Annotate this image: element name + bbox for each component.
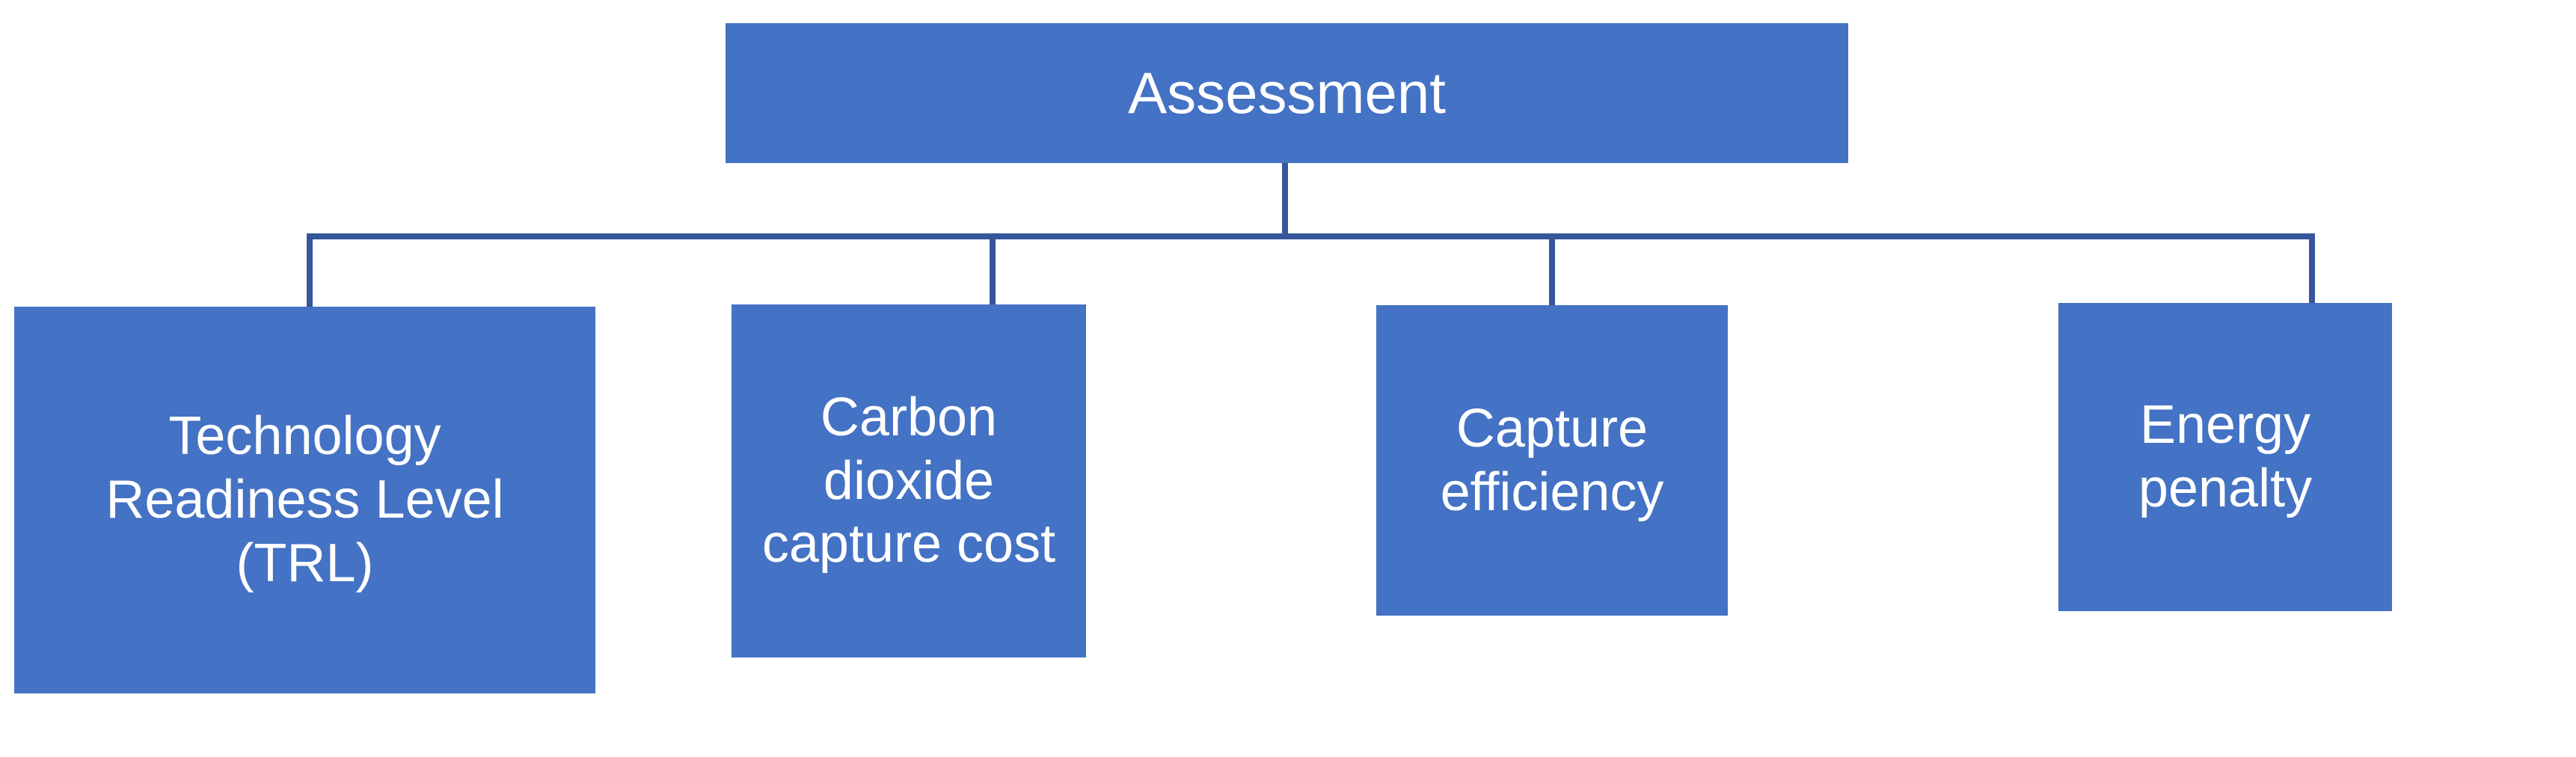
node-carbon-dioxide-capture-cost[interactable]: Carbon dioxide capture cost	[732, 304, 1086, 658]
node-assessment-label: Assessment	[1128, 60, 1446, 126]
node-technology-readiness-level-label: Technology Readiness Level (TRL)	[105, 406, 504, 593]
node-capture-efficiency[interactable]: Capture efficiency	[1376, 305, 1728, 616]
node-energy-penalty[interactable]: Energy penalty	[2058, 303, 2392, 611]
connector-stem-technology-readiness-level	[307, 233, 313, 307]
node-assessment[interactable]: Assessment	[726, 23, 1848, 163]
connector-stem-carbon-dioxide-capture-cost	[990, 233, 996, 304]
node-carbon-dioxide-capture-cost-label: Carbon dioxide capture cost	[761, 387, 1056, 574]
node-capture-efficiency-label: Capture efficiency	[1440, 398, 1664, 522]
connector-stem-energy-penalty	[2309, 233, 2315, 303]
node-technology-readiness-level[interactable]: Technology Readiness Level (TRL)	[14, 307, 595, 693]
connector-stem-capture-efficiency	[1549, 233, 1555, 305]
connector-root-stem	[1282, 163, 1288, 235]
connector-horizontal-bus	[307, 233, 2315, 239]
node-energy-penalty-label: Energy penalty	[2138, 395, 2313, 518]
